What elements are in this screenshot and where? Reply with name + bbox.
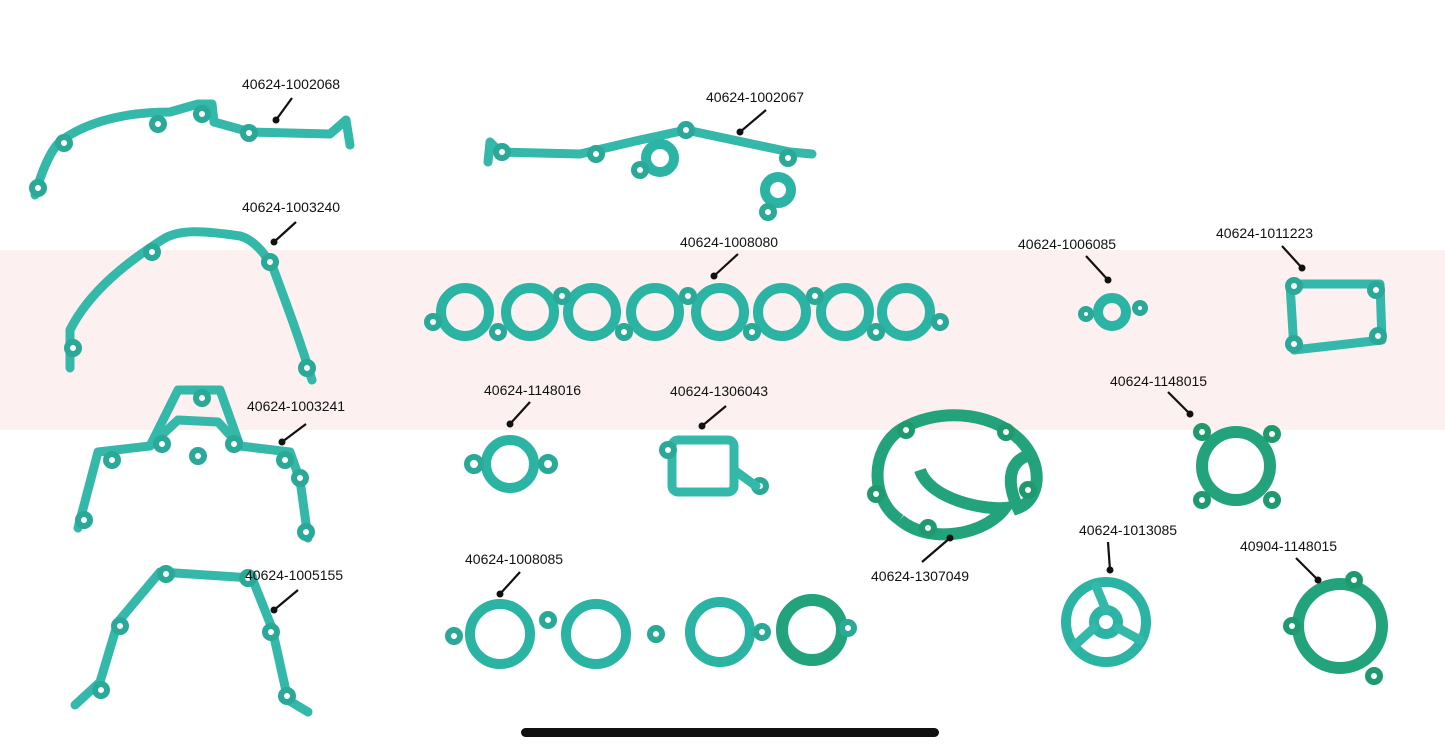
gasket-40624-1011223 (1285, 277, 1387, 355)
home-indicator[interactable] (521, 728, 939, 737)
part-label: 40624-1008080 (680, 234, 779, 250)
part-label: 40624-1003240 (242, 199, 341, 215)
part-label: 40624-1005155 (245, 567, 344, 583)
gasket-40624-1148015 (1193, 423, 1281, 509)
gasket-40624-1002068 (29, 99, 355, 200)
gasket-40624-1002067 (483, 121, 817, 221)
gasket-40904-1148015 (1283, 571, 1388, 685)
part-label: 40624-1148015 (1110, 373, 1208, 389)
gasket-40624-1006085 (1078, 293, 1148, 331)
gasket-40624-1013085 (1061, 577, 1151, 667)
gasket-40624-1148016 (464, 435, 558, 493)
gasket-40624-1307049 (867, 409, 1043, 541)
part-label: 40624-1002068 (242, 76, 341, 92)
part-label: 40624-1307049 (871, 568, 970, 584)
gasket-40624-1008085 (445, 594, 857, 669)
part-label: 40624-1148016 (484, 382, 582, 398)
gasket-40624-1005155 (70, 565, 313, 717)
gasket-40624-1003240 (64, 227, 317, 385)
part-label: 40624-1003241 (247, 398, 346, 414)
part-label: 40624-1306043 (670, 383, 769, 399)
gasket-40624-1003241 (73, 385, 315, 543)
part-label: 40904-1148015 (1240, 538, 1338, 554)
part-label: 40624-1008085 (465, 551, 564, 567)
part-label: 40624-1006085 (1018, 236, 1117, 252)
part-label: 40624-1002067 (706, 89, 805, 105)
leader-lines (270, 97, 1322, 614)
gasket-40624-1306043 (659, 435, 769, 497)
part-label: 40624-1011223 (1216, 225, 1314, 241)
gasket-40624-1008080 (424, 283, 949, 341)
part-label: 40624-1013085 (1079, 522, 1178, 538)
